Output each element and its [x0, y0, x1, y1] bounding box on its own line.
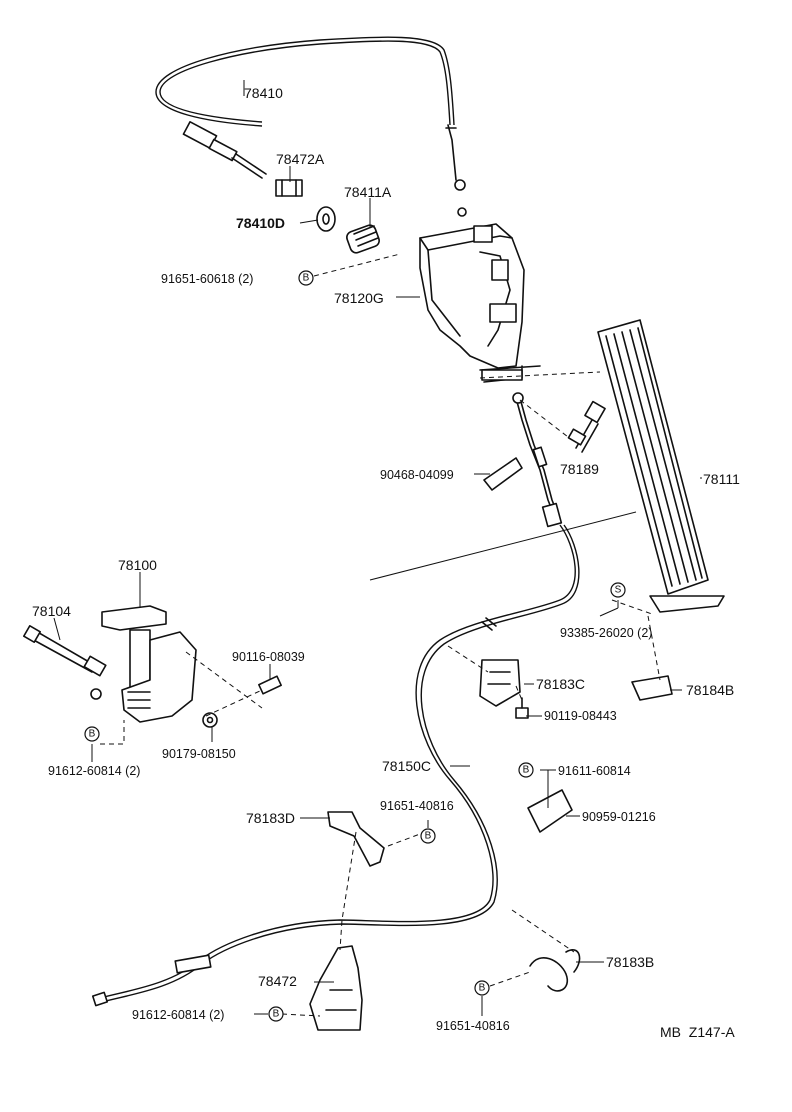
- svg-text:S: S: [615, 585, 622, 596]
- clamp-78183C: [479, 659, 521, 707]
- svg-text:B: B: [425, 831, 432, 842]
- badge-bolt-91612-60814: B: [84, 726, 100, 742]
- bolt-90119-08443: [515, 697, 529, 719]
- background-guide-line: [369, 511, 637, 581]
- bushing-78411A: [346, 224, 380, 254]
- clip-90468-04099: [483, 457, 523, 491]
- bracket-78472: [309, 945, 363, 1031]
- label-78104: 78104: [32, 603, 71, 619]
- label-78111: 78111: [703, 471, 740, 487]
- label-91651-60618: 91651-60618 (2): [161, 272, 253, 286]
- spring-clamp-78183B: [529, 949, 581, 992]
- label-78410: 78410: [244, 85, 283, 101]
- svg-text:B: B: [523, 765, 530, 776]
- label-78120G: 78120G: [334, 290, 384, 306]
- label-78183C: 78183C: [536, 676, 585, 692]
- label-93385-26020: 93385-26020 (2): [560, 626, 652, 640]
- badge-bolt-91651-40816-a: B: [420, 828, 436, 844]
- svg-text:B: B: [89, 729, 96, 740]
- label-78472A: 78472A: [276, 151, 325, 167]
- pedal-arm-78100: [90, 605, 197, 723]
- bolt-78189: [567, 400, 606, 453]
- clamp-78183D: [327, 811, 385, 867]
- label-78411A: 78411A: [344, 184, 392, 200]
- label-91651-40816-b: 91651-40816: [436, 1019, 510, 1033]
- label-91612-60814-b: 91612-60814 (2): [132, 1008, 224, 1022]
- label-90959-01216: 90959-01216: [582, 810, 656, 824]
- figure-code: MB Z147-A: [660, 1024, 735, 1040]
- leader-lines: [53, 80, 702, 1016]
- badge-bolt-91611: B: [518, 762, 534, 778]
- label-91612-60814-a: 91612-60814 (2): [48, 764, 140, 778]
- svg-text:B: B: [273, 1009, 280, 1020]
- label-78183B: 78183B: [606, 954, 654, 970]
- pedal-78111: [597, 319, 725, 613]
- label-78183D: 78183D: [246, 810, 295, 826]
- label-91611-60814: 91611-60814: [558, 764, 631, 778]
- nut-90179-08150: [202, 712, 218, 728]
- label-90468-04099: 90468-04099: [380, 468, 454, 482]
- clamp-90959-01216: [527, 789, 573, 833]
- rod-78104: [23, 625, 107, 677]
- bracket-78120G: [419, 223, 541, 383]
- label-90119-08443: 90119-08443: [544, 709, 617, 723]
- badge-bolt-91612-60814-b: B: [268, 1006, 284, 1022]
- clip-78184B: [631, 675, 673, 701]
- badge-bolt-91651-60618: B: [298, 270, 314, 286]
- label-78410D: 78410D: [236, 215, 285, 231]
- upper-cable-78410: [155, 36, 467, 217]
- label-78184B: 78184B: [686, 682, 734, 698]
- label-91651-40816-a: 91651-40816: [380, 799, 454, 813]
- reference-lines: [100, 253, 661, 1017]
- label-90116-08039: 90116-08039: [232, 650, 305, 664]
- label-78472: 78472: [258, 973, 297, 989]
- badge-bolt-91651-40816-b: B: [474, 980, 490, 996]
- grommet-78410D: [316, 206, 336, 232]
- label-78100: 78100: [118, 557, 157, 573]
- svg-text:B: B: [303, 273, 310, 284]
- stopper-90116-08039: [258, 675, 282, 695]
- badge-screw-93385: S: [610, 582, 626, 598]
- cable-78150C: [91, 392, 580, 1007]
- svg-text:B: B: [479, 983, 486, 994]
- label-78189: 78189: [560, 461, 599, 477]
- clip-78472A: [275, 179, 303, 197]
- label-78150C: 78150C: [382, 758, 431, 774]
- label-90179-08150: 90179-08150: [162, 747, 236, 761]
